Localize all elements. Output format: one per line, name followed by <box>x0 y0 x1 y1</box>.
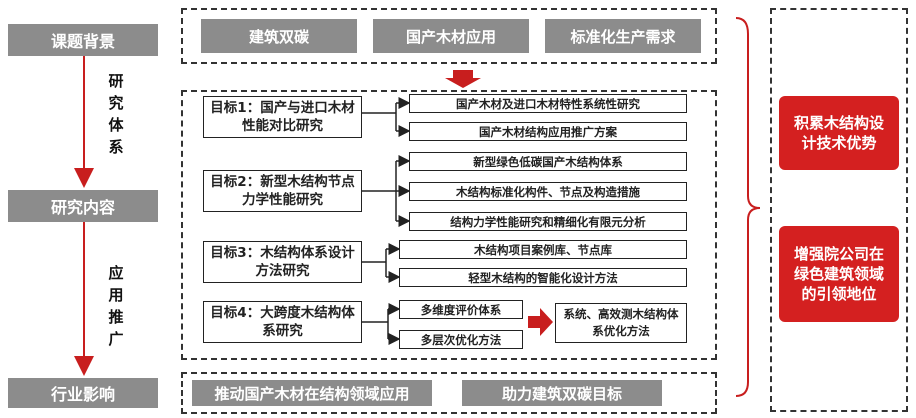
goal1-task-1: 国产木材及进口木材特性系统性研究 <box>409 94 687 113</box>
stage-research-content: 研究内容 <box>8 190 158 222</box>
goal4-result: 系统、高效测木结构体系优化方法 <box>555 303 687 343</box>
outcome-2: 增强院公司在绿色建筑领域的引领地位 <box>779 226 899 322</box>
background-item-2: 国产木材应用 <box>373 19 529 53</box>
goal-2: 目标2：新型木结构节点力学性能研究 <box>203 170 362 212</box>
down-arrow-shape <box>445 70 481 88</box>
goal2-task-1: 新型绿色低碳国产木结构体系 <box>409 152 687 171</box>
background-dashed-box <box>181 8 717 64</box>
outcome-1: 积累木结构设计技术优势 <box>779 96 899 170</box>
right-brace <box>735 17 761 397</box>
goal3-task-1: 木结构项目案例库、节点库 <box>399 240 687 259</box>
background-item-1: 建筑双碳 <box>201 19 357 53</box>
goal2-task-2: 木结构标准化构件、节点及构造措施 <box>409 182 687 201</box>
goal1-task-2: 国产木材结构应用推广方案 <box>409 122 687 141</box>
goal2-task-3: 结构力学性能研究和精细化有限元分析 <box>409 212 687 231</box>
label-research-system: 研究体系 <box>108 72 124 156</box>
impact-dashed-box <box>181 372 717 414</box>
goal3-task-2: 轻型木结构的智能化设计方法 <box>399 268 687 287</box>
impact-item-1: 推动国产木材在结构领域应用 <box>192 380 432 406</box>
goal-3: 目标3：木结构体系设计方法研究 <box>203 241 362 283</box>
goal-1: 目标1：国产与进口木材性能对比研究 <box>203 96 362 138</box>
stage-industry-impact: 行业影响 <box>8 378 158 408</box>
outcomes-dashed-box <box>770 8 908 412</box>
stage-background: 课题背景 <box>8 24 158 56</box>
label-application: 应用推广 <box>108 264 124 348</box>
research-dashed-box <box>181 90 717 360</box>
goal4-task-2: 多层次优化方法 <box>399 330 523 349</box>
goal-4: 目标4：大跨度木结构体系研究 <box>203 301 362 343</box>
goal4-task-1: 多维度评价体系 <box>399 300 523 319</box>
impact-item-2: 助力建筑双碳目标 <box>462 380 662 406</box>
background-item-3: 标准化生产需求 <box>545 19 701 53</box>
